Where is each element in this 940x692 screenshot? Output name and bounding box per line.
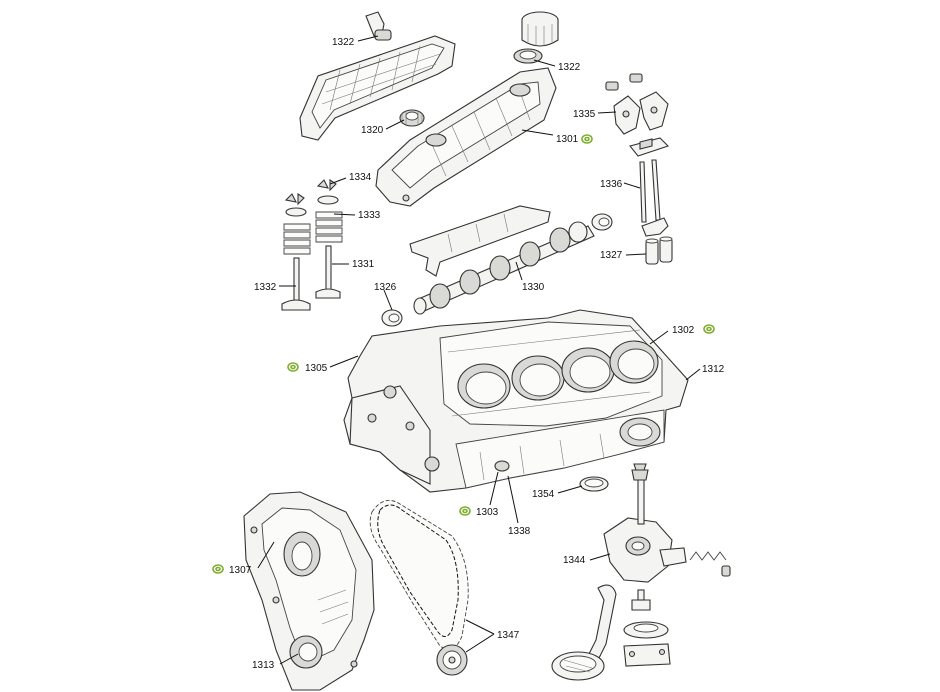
label-1347: 1347 bbox=[497, 630, 520, 641]
kit-icon-1301 bbox=[581, 134, 593, 144]
valve-springs bbox=[283, 211, 343, 255]
label-1322-breather: 1322 bbox=[332, 37, 355, 48]
label-1327: 1327 bbox=[600, 250, 623, 261]
camshaft bbox=[413, 221, 595, 315]
engine-block bbox=[343, 309, 689, 493]
label-1336: 1336 bbox=[600, 179, 623, 190]
kit-icon-1303 bbox=[459, 506, 471, 516]
kit-icon-1307 bbox=[212, 564, 224, 574]
label-1332: 1332 bbox=[254, 282, 277, 293]
valve-keepers bbox=[284, 178, 337, 206]
label-1303: 1303 bbox=[476, 507, 499, 518]
timing-chain bbox=[369, 499, 469, 650]
leader-lines bbox=[257, 35, 701, 665]
valves bbox=[281, 245, 341, 311]
lifter-valley-tray bbox=[409, 205, 551, 277]
label-1312: 1312 bbox=[702, 364, 725, 375]
part-labels: 1322 1322 1320 1301 1335 1334 1333 1336 … bbox=[229, 37, 725, 671]
label-1334: 1334 bbox=[349, 172, 372, 183]
label-1335: 1335 bbox=[573, 109, 596, 120]
label-1313: 1313 bbox=[252, 660, 275, 671]
valve-spring-retainers bbox=[285, 195, 339, 217]
pump-cover-gasket bbox=[623, 589, 671, 667]
kit-icon-1302 bbox=[703, 324, 715, 334]
oil-filler-cap bbox=[513, 11, 559, 64]
label-1302: 1302 bbox=[672, 325, 695, 336]
label-1307: 1307 bbox=[229, 565, 252, 576]
hydraulic-lifters bbox=[645, 236, 673, 265]
label-1331: 1331 bbox=[352, 259, 375, 270]
label-1338: 1338 bbox=[508, 526, 531, 537]
valve-cover-left bbox=[299, 35, 456, 141]
label-1326: 1326 bbox=[374, 282, 397, 293]
crank-sprocket bbox=[436, 644, 468, 676]
label-1330: 1330 bbox=[522, 282, 545, 293]
label-1301: 1301 bbox=[556, 134, 579, 145]
pushrods bbox=[639, 159, 661, 223]
breather-fitting bbox=[365, 11, 392, 41]
oil-pickup-tube bbox=[551, 584, 617, 681]
label-1354: 1354 bbox=[532, 489, 555, 500]
pump-drive-shaft bbox=[631, 463, 649, 525]
cam-bearing-rear bbox=[591, 213, 613, 231]
kit-icon-1305 bbox=[287, 362, 299, 372]
label-1305: 1305 bbox=[305, 363, 328, 374]
oil-pump bbox=[603, 517, 687, 583]
label-1322-filler: 1322 bbox=[558, 62, 581, 73]
lifter-guide bbox=[641, 217, 669, 237]
timing-cover bbox=[243, 491, 375, 691]
expansion-plug-1354 bbox=[579, 476, 609, 492]
valve-cover-right bbox=[375, 67, 557, 207]
cam-bearing-front bbox=[381, 309, 403, 327]
label-1344: 1344 bbox=[563, 555, 586, 566]
grommet-1320 bbox=[399, 109, 425, 127]
label-1320: 1320 bbox=[361, 125, 384, 136]
rocker-arms bbox=[605, 73, 670, 157]
label-1333: 1333 bbox=[358, 210, 381, 221]
relief-valve-spring bbox=[689, 551, 731, 577]
